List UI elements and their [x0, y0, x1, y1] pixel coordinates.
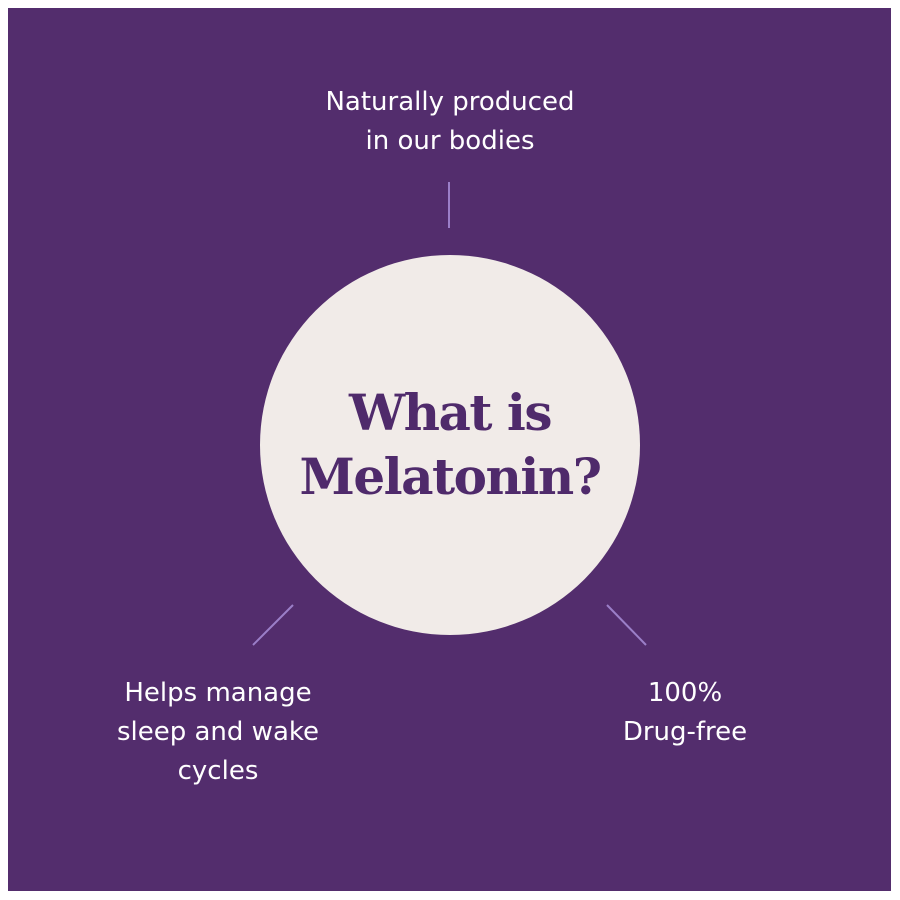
fact-right-line-1: 100% — [647, 678, 723, 708]
connector-left — [252, 604, 294, 646]
fact-left-line-2: sleep and wake — [116, 717, 320, 747]
fact-top-line-2: in our bodies — [365, 126, 535, 156]
fact-right: 100% Drug-free — [535, 674, 835, 752]
connector-right — [606, 604, 647, 646]
fact-left: Helps manage sleep and wake cycles — [68, 674, 368, 791]
fact-left-line-1: Helps manage — [124, 678, 312, 708]
fact-top: Naturally produced in our bodies — [250, 83, 650, 161]
fact-left-line-3: cycles — [177, 756, 259, 786]
title-line-1: What is — [348, 383, 553, 442]
fact-right-line-2: Drug-free — [622, 717, 748, 747]
title-line-2: Melatonin? — [299, 447, 603, 506]
fact-top-line-1: Naturally produced — [325, 87, 575, 117]
title-circle: What is Melatonin? — [260, 255, 640, 635]
